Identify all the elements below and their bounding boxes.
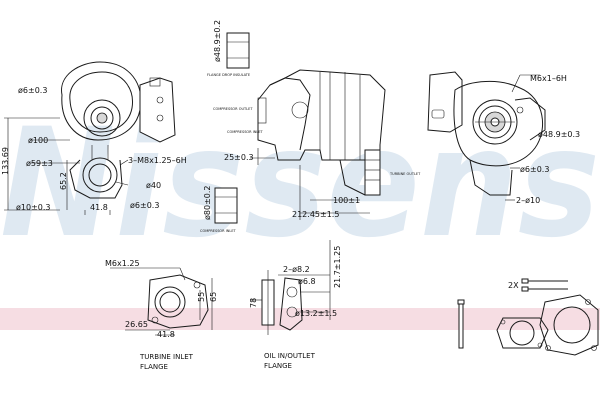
label-41-8-flange: 41.8 <box>157 330 175 339</box>
label-d59: ø59±3 <box>26 159 53 168</box>
label-m6-flange: M6x1.25 <box>105 259 140 268</box>
oil-inlet-outlet-flange <box>250 240 331 335</box>
label-tiny-bottom: COMPRESSOR INLET <box>200 229 237 233</box>
label-tiny-top: FLANGE DROP INSULATE <box>207 73 250 77</box>
turbine-inlet-flange <box>110 267 213 336</box>
label-tiny-mid1: COMPRESSOR OUTLET <box>213 107 253 111</box>
turbine-front-view <box>4 61 176 215</box>
caption-turbine-1: TURBINE INLET <box>139 353 194 361</box>
label-oil-21-7: 21.7±1.25 <box>333 246 342 288</box>
label-m8: 3–M8x1.25–6H <box>128 156 187 165</box>
label-d6-lower: ø6±0.3 <box>130 201 159 210</box>
turbo-side-view <box>214 32 386 224</box>
label-m6-top: M6x1–6H <box>530 74 567 83</box>
caption-oil-2: FLANGE <box>264 362 292 370</box>
label-d48-9-right: ø48.9±0.3 <box>538 130 580 139</box>
label-d80: ø80±0.2 <box>203 186 212 221</box>
label-100: 100±1 <box>333 196 360 205</box>
caption-oil-1: OIL IN/OUTLET <box>264 352 316 360</box>
label-d48-9-top: ø48.9±0.2 <box>213 20 222 62</box>
label-41-8: 41.8 <box>90 203 108 212</box>
label-d6-right: ø6±0.3 <box>520 165 549 174</box>
label-65-2: 65.2 <box>59 172 68 190</box>
label-d40: ø40 <box>146 181 161 190</box>
label-133-69: 133.69 <box>1 147 10 175</box>
label-tiny-mid2: COMPRESSOR INLET <box>227 130 264 134</box>
label-2x: 2X <box>508 281 519 290</box>
label-d10: ø10±0.3 <box>16 203 51 212</box>
compressor-end-view <box>427 71 546 201</box>
label-212: 212.45±1.5 <box>292 210 339 219</box>
label-2-d10: 2–ø10 <box>516 196 540 205</box>
label-d6-left: ø6±0.3 <box>18 86 47 95</box>
label-tiny-mid3: TURBINE OUTLET <box>389 172 421 176</box>
label-26-65: 26.65 <box>125 320 148 329</box>
label-55: 55 <box>197 292 206 302</box>
label-d100: ø100 <box>28 136 48 145</box>
label-oil-6-8: ø6.8 <box>298 277 316 286</box>
label-25: 25±0.3 <box>224 153 254 162</box>
label-oil-78: 78 <box>249 298 258 308</box>
caption-turbine-2: FLANGE <box>140 363 168 371</box>
label-65: 65 <box>209 292 218 302</box>
label-oil-13-2: ø13.2±1.5 <box>295 309 337 318</box>
pink-band <box>0 308 600 330</box>
gasket-kit <box>457 278 599 356</box>
label-oil-2-8-2: 2–ø8.2 <box>283 265 310 274</box>
